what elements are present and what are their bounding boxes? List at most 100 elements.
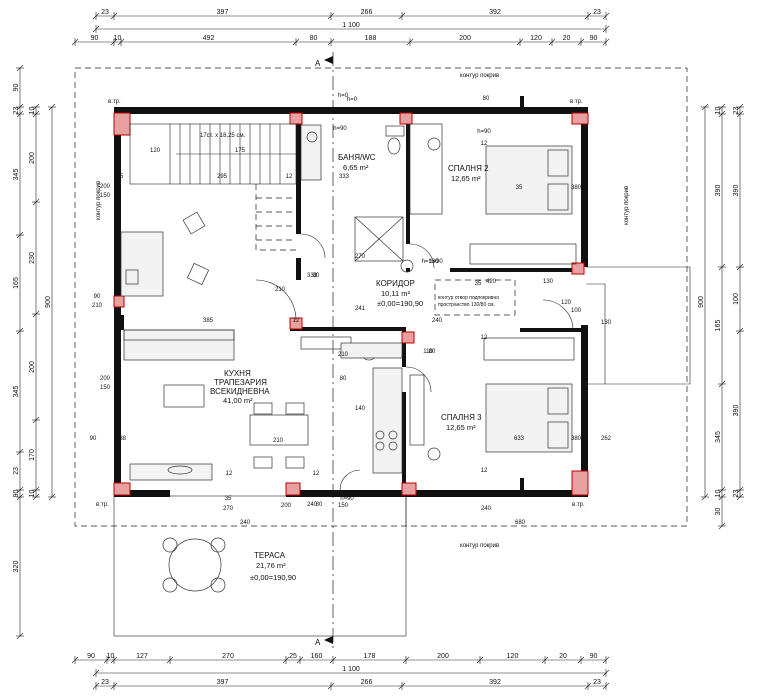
- dim-left-inner-3: 200: [29, 361, 36, 373]
- dim-top-inner-7: 20: [563, 35, 571, 42]
- inner-dimension-label: 35: [225, 496, 232, 502]
- corridor-area: 10,11 m²: [381, 289, 411, 298]
- section-bottom-label: A: [315, 638, 321, 647]
- dim-left-outer-5: 23: [13, 467, 20, 475]
- inner-dimension-label: 12: [293, 318, 300, 324]
- svg-text:контур покрив: контур покрив: [460, 543, 499, 549]
- dim-bottom-outer-4: 23: [593, 679, 601, 686]
- dim-right-inner-3: 345: [715, 431, 722, 443]
- svg-text:контур покрив: контур покрив: [624, 186, 630, 225]
- dim-left-outer-2: 345: [13, 169, 20, 181]
- dim-left-inner-5: 10: [29, 490, 36, 498]
- section-top-label: A: [315, 59, 321, 68]
- inner-dimension-label: 240: [481, 506, 492, 512]
- dim-bottom-inner-7: 200: [437, 653, 449, 660]
- inner-dimension-label: 35: [475, 281, 482, 287]
- inner-dimension-label: 12: [481, 468, 488, 474]
- inner-dimension-label: 150: [100, 193, 111, 199]
- inner-dimension-label: 12: [286, 174, 293, 180]
- inner-dimension-label: 130: [601, 320, 612, 326]
- bedroom3-area: 12,65 m²: [446, 423, 476, 432]
- dim-top-inner-8: 90: [590, 35, 598, 42]
- kitchen-name-2: ТРАПЕЗАРИЯ: [214, 378, 267, 387]
- dim-right-outer-1: 390: [733, 185, 740, 197]
- terrace-area: 21,76 m²: [256, 561, 286, 570]
- inner-dimension-label: 210: [275, 287, 286, 293]
- inner-dimension-label: 12: [313, 471, 320, 477]
- bath-name: БАНЯ/WC: [338, 153, 376, 162]
- inner-dimension-label: 35: [516, 185, 523, 191]
- inner-dimension-label: 120: [150, 148, 161, 154]
- inner-dimension-label: 633: [514, 436, 525, 442]
- dim-left-outer-6: 90: [13, 490, 20, 498]
- inner-dimension-label: 270: [223, 506, 234, 512]
- dim-top-inner-1: 10: [114, 35, 122, 42]
- dim-bottom-inner-1: 10: [107, 653, 115, 660]
- dim-bottom-inner-8: 120: [507, 653, 519, 660]
- dim-top-outer-2: 266: [361, 9, 373, 16]
- inner-dimension-label: 80: [313, 273, 320, 279]
- corridor-name: КОРИДОР: [376, 279, 415, 288]
- inner-dimension-label: h=0: [338, 93, 349, 99]
- staircase: [129, 123, 297, 251]
- inner-dimension-label: 240: [240, 520, 251, 526]
- dim-bottom-inner-4: 25: [289, 653, 297, 660]
- stair-steps-label: 17ст. x 18,25 см.: [200, 133, 246, 139]
- inner-dimension-label: 80: [483, 96, 490, 102]
- inner-dimension-label: 240: [307, 502, 318, 508]
- dim-bottom-inner-10: 90: [590, 653, 598, 660]
- dim-right-total-0: 900: [698, 296, 705, 308]
- svg-text:контур покрив: контур покрив: [460, 73, 499, 79]
- svg-text:пространство 130/80 см.: пространство 130/80 см.: [438, 302, 495, 308]
- inner-dimension-label: 175: [235, 148, 246, 154]
- dim-bottom-inner-5: 160: [311, 653, 323, 660]
- dim-bottom-inner-2: 127: [136, 653, 148, 660]
- inner-dimension-label: 200: [100, 184, 111, 190]
- dim-right-outer-3: 390: [733, 405, 740, 417]
- dim-top-inner-0: 90: [91, 35, 99, 42]
- dim-left-inner-1: 200: [29, 152, 36, 164]
- terrace-level: ±0,00=190,90: [250, 573, 296, 582]
- kitchen-name-1: КУХНЯ: [224, 369, 251, 378]
- inner-dimension-label: 241: [355, 306, 366, 312]
- inner-dimension-label: 333: [339, 174, 350, 180]
- inner-dimension-label: 333: [307, 273, 318, 279]
- dim-right-outer-0: 23: [733, 107, 740, 115]
- inner-dimension-label: 90: [94, 294, 101, 300]
- dim-right-inner-5: 30: [715, 508, 722, 516]
- dim-bottom-outer-0: 23: [101, 679, 109, 686]
- inner-dimension-label: 120: [561, 300, 572, 306]
- svg-text:контур покрив: контур покрив: [96, 181, 102, 220]
- dim-left-inner-0: 10: [29, 107, 36, 115]
- terrace-outline: [113, 495, 407, 637]
- dim-top-outer-0: 23: [101, 9, 109, 16]
- dim-bottom-outer-3: 392: [489, 679, 501, 686]
- dim-left-inner-2: 230: [29, 252, 36, 264]
- inner-dimension-label: 80: [316, 502, 323, 508]
- bedroom2-furniture: [409, 123, 577, 265]
- svg-text:в.тр.: в.тр.: [96, 502, 109, 508]
- bathroom-fixtures: [300, 124, 414, 273]
- inner-dimension-label: 420: [486, 279, 497, 285]
- doors: [255, 233, 574, 491]
- dim-right-outer-2: 100: [733, 293, 740, 305]
- dim-left-inner-4: 170: [29, 449, 36, 461]
- right-projection: [586, 266, 691, 385]
- dim-left-inner-6: 230: [0, 0, 6, 2]
- corridor-level: ±0,00=190,90: [377, 299, 423, 308]
- dim-left-outer-7: 320: [13, 561, 20, 573]
- inner-dimension-label: h=90: [333, 126, 347, 132]
- inner-dimension-label: 150: [100, 385, 111, 391]
- inner-dimension-label: h=130: [422, 259, 440, 265]
- inner-dimension-label: 200: [281, 503, 292, 509]
- dim-bottom-outer-2: 266: [361, 679, 373, 686]
- inner-dimension-label: 12: [226, 471, 233, 477]
- inner-dimension-label: 90: [90, 436, 97, 442]
- inner-dimension-label: 240: [432, 318, 443, 324]
- dim-bottom-total-0: 1 100: [342, 666, 360, 673]
- inner-dimension-label: 210: [338, 352, 349, 358]
- inner-dimension-label: h=90: [429, 259, 443, 265]
- inner-dimension-label: 140: [355, 406, 366, 412]
- terrace-name: ТЕРАСА: [254, 551, 286, 560]
